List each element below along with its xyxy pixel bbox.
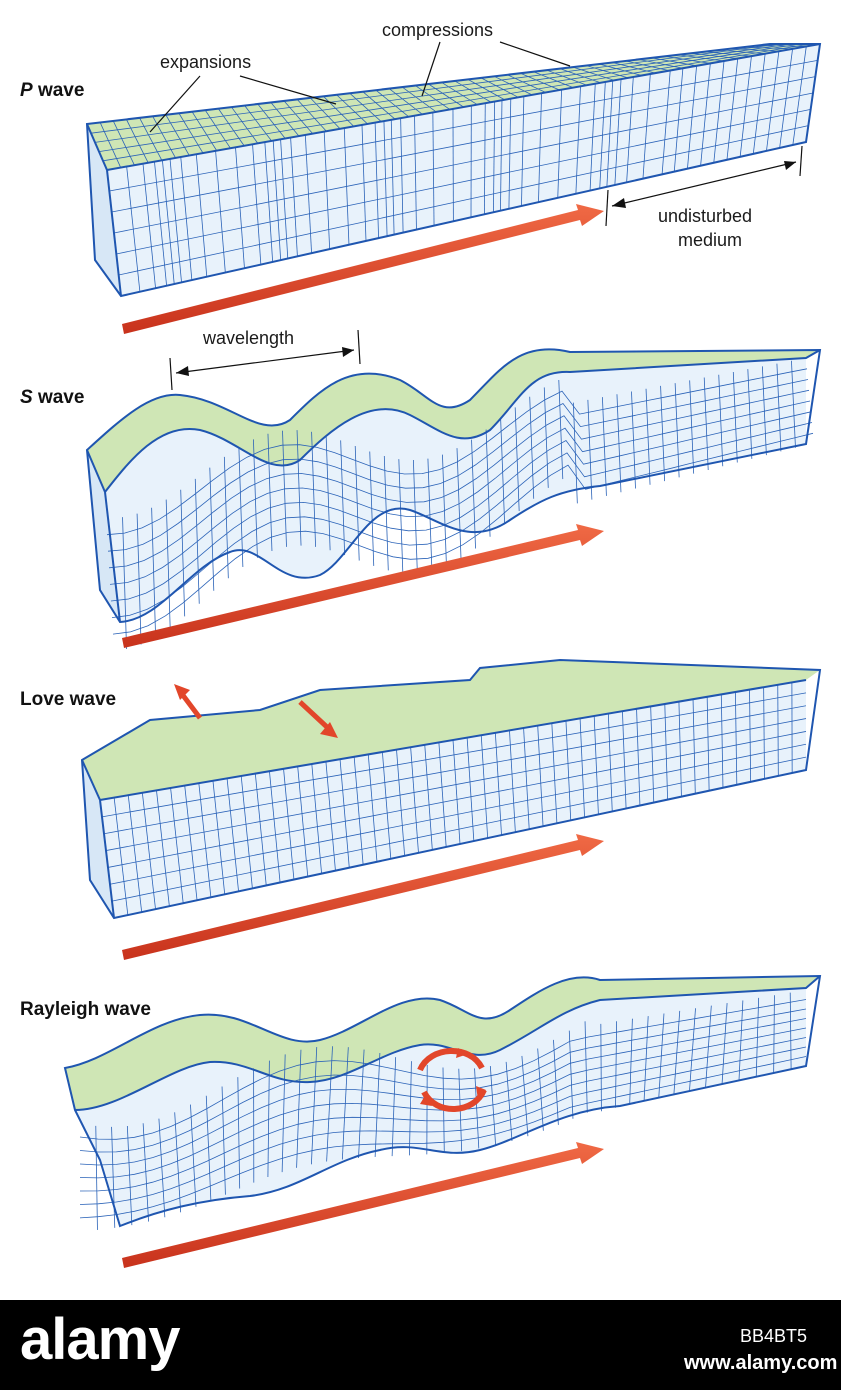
- expansions-pointer-2: [239, 75, 337, 105]
- image-id: BB4BT5: [740, 1326, 808, 1346]
- rayleigh-wave-propagation-arrow: [122, 1142, 604, 1268]
- seismic-waves-diagram: P wave expansions compressions undisturb…: [20, 20, 822, 1268]
- love-wave-propagation-arrow: [122, 834, 604, 960]
- rayleigh-wave-title: Rayleigh wave: [20, 999, 151, 1020]
- wavelength-label: wavelength: [202, 328, 294, 348]
- p-wave-title: P wave: [20, 80, 84, 101]
- compressions-pointer-1: [421, 41, 441, 97]
- p-wave-block: [85, 43, 822, 298]
- expansions-label: expansions: [160, 52, 251, 72]
- love-wave-title: Love wave: [20, 689, 116, 710]
- alamy-url: www.alamy.com: [684, 1352, 838, 1374]
- compressions-pointer-2: [499, 41, 571, 67]
- undisturbed-medium-span: [605, 145, 803, 227]
- rayleigh-wave-block: [63, 974, 822, 1230]
- alamy-logo: alamy: [20, 1307, 180, 1372]
- wavelength-span: [169, 329, 361, 391]
- s-wave-title: S wave: [20, 387, 84, 408]
- expansions-pointer-1: [149, 75, 201, 133]
- love-shear-arrow-inward: [298, 700, 338, 738]
- compressions-label: compressions: [382, 20, 493, 40]
- s-wave-block: [85, 348, 822, 650]
- undisturbed-label-line1: undisturbed: [658, 206, 752, 226]
- rayleigh-rotation-arrow: [417, 1048, 487, 1112]
- undisturbed-label-line2: medium: [678, 230, 742, 250]
- love-wave-block: [80, 658, 822, 920]
- p-wave-propagation-arrow: [122, 204, 604, 334]
- stock-watermark-bar: alamy BB4BT5 www.alamy.com: [0, 1300, 841, 1390]
- s-wave-propagation-arrow: [122, 524, 604, 648]
- love-shear-arrow-outward: [174, 684, 202, 720]
